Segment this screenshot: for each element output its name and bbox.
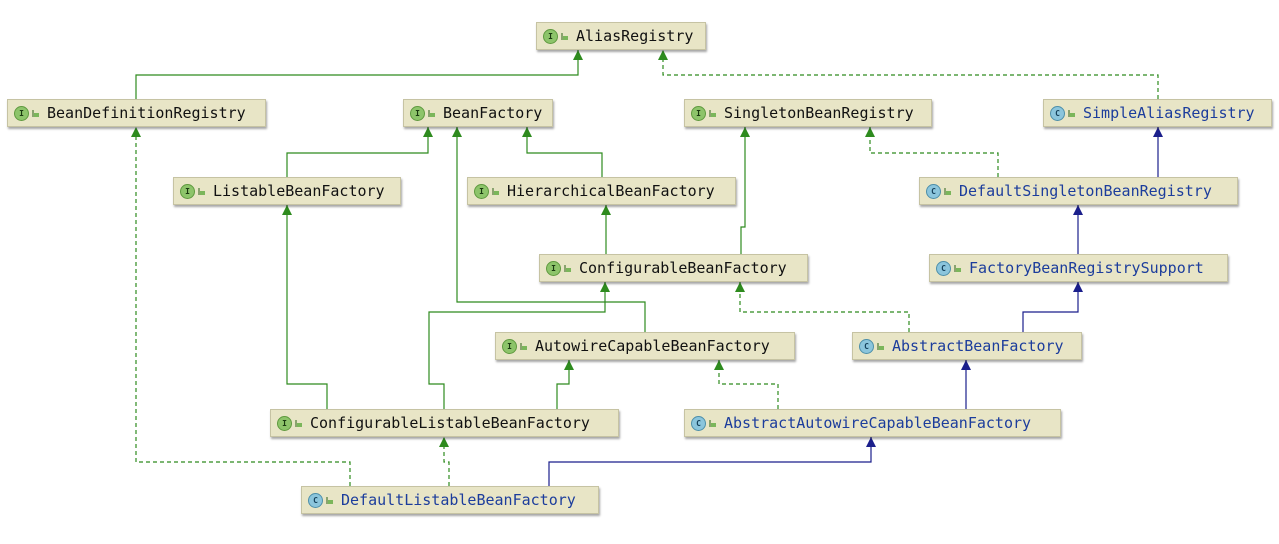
edge-implements: [662, 50, 1159, 99]
node-label: SimpleAliasRegistry: [1083, 104, 1255, 122]
interface-icon: I: [474, 183, 489, 199]
class-icon: C: [926, 183, 941, 199]
interface-icon: I: [691, 105, 706, 121]
node-label: AliasRegistry: [576, 27, 694, 45]
edge-arrowhead: [714, 360, 724, 370]
edge-arrowhead: [1073, 282, 1083, 292]
edge-implements: [718, 360, 779, 409]
package-visibility-icon: [492, 187, 499, 195]
node-autowire-capable-bean-factory[interactable]: I AutowireCapableBeanFactory: [495, 332, 795, 360]
node-abstract-bean-factory[interactable]: C AbstractBeanFactory: [852, 332, 1082, 360]
edge-arrowhead: [658, 50, 668, 60]
node-configurable-listable-bean-factory[interactable]: I ConfigurableListableBeanFactory: [270, 409, 619, 437]
node-bean-definition-registry[interactable]: I BeanDefinitionRegistry: [7, 99, 266, 127]
package-visibility-icon: [709, 109, 716, 117]
class-icon: C: [936, 260, 951, 276]
edge-arrowhead: [131, 127, 141, 137]
node-label: BeanFactory: [443, 104, 543, 122]
interface-icon: I: [502, 338, 517, 354]
edge-extends: [428, 282, 606, 409]
package-visibility-icon: [295, 419, 302, 427]
node-singleton-bean-registry[interactable]: I SingletonBeanRegistry: [684, 99, 932, 127]
edge-arrowhead: [600, 282, 610, 292]
class-icon: C: [691, 415, 706, 431]
class-icon: C: [859, 338, 874, 354]
node-configurable-bean-factory[interactable]: I ConfigurableBeanFactory: [539, 254, 808, 282]
edge-arrowhead: [423, 127, 433, 137]
edge-arrowhead: [601, 205, 611, 215]
node-listable-bean-factory[interactable]: I ListableBeanFactory: [173, 177, 401, 205]
node-label: AbstractAutowireCapableBeanFactory: [724, 414, 1032, 432]
package-visibility-icon: [326, 496, 333, 504]
edge-arrowhead: [439, 437, 449, 447]
edge-arrowhead: [740, 127, 750, 137]
node-label: ConfigurableBeanFactory: [579, 259, 787, 277]
edge-extends: [286, 205, 328, 409]
node-alias-registry[interactable]: I AliasRegistry: [536, 22, 706, 50]
package-visibility-icon: [32, 109, 39, 117]
edge-arrowhead: [1073, 205, 1083, 215]
interface-icon: I: [410, 105, 425, 121]
class-icon: C: [1050, 105, 1065, 121]
package-visibility-icon: [877, 342, 884, 350]
package-visibility-icon: [944, 187, 951, 195]
package-visibility-icon: [709, 419, 716, 427]
edge-arrowhead: [564, 360, 574, 370]
package-visibility-icon: [198, 187, 205, 195]
package-visibility-icon: [564, 264, 571, 272]
edge-class-extends: [548, 437, 872, 486]
node-factory-bean-registry-support[interactable]: C FactoryBeanRegistrySupport: [929, 254, 1228, 282]
edge-extends: [556, 360, 570, 409]
node-label: DefaultSingletonBeanRegistry: [959, 182, 1212, 200]
node-simple-alias-registry[interactable]: C SimpleAliasRegistry: [1043, 99, 1272, 127]
package-visibility-icon: [1068, 109, 1075, 117]
package-visibility-icon: [954, 264, 961, 272]
interface-icon: I: [277, 415, 292, 431]
edge-arrowhead: [961, 360, 971, 370]
node-default-singleton-bean-registry[interactable]: C DefaultSingletonBeanRegistry: [919, 177, 1238, 205]
edge-arrowhead: [735, 282, 745, 292]
node-label: DefaultListableBeanFactory: [341, 491, 576, 509]
node-abstract-autowire-capable-bean-factory[interactable]: C AbstractAutowireCapableBeanFactory: [684, 409, 1061, 437]
interface-icon: I: [180, 183, 195, 199]
interface-icon: I: [14, 105, 29, 121]
edge-extends: [135, 50, 579, 99]
edge-extends: [526, 127, 603, 177]
edge-arrowhead: [866, 437, 876, 447]
interface-icon: I: [543, 28, 558, 44]
node-label: ConfigurableListableBeanFactory: [310, 414, 590, 432]
node-label: HierarchicalBeanFactory: [507, 182, 715, 200]
edge-class-extends: [1022, 282, 1079, 332]
node-label: FactoryBeanRegistrySupport: [969, 259, 1204, 277]
node-label: BeanDefinitionRegistry: [47, 104, 246, 122]
edge-arrowhead: [282, 205, 292, 215]
node-label: AbstractBeanFactory: [892, 337, 1064, 355]
node-label: SingletonBeanRegistry: [724, 104, 914, 122]
edge-arrowhead: [452, 127, 462, 137]
node-bean-factory[interactable]: I BeanFactory: [403, 99, 553, 127]
package-visibility-icon: [520, 342, 527, 350]
node-label: AutowireCapableBeanFactory: [535, 337, 770, 355]
edge-arrowhead: [573, 50, 583, 60]
edge-extends: [456, 127, 646, 332]
node-label: ListableBeanFactory: [213, 182, 385, 200]
edge-arrowhead: [1153, 127, 1163, 137]
edge-implements: [869, 127, 999, 177]
node-default-listable-bean-factory[interactable]: C DefaultListableBeanFactory: [301, 486, 599, 514]
class-icon: C: [308, 492, 323, 508]
edge-extends: [740, 127, 746, 254]
interface-icon: I: [546, 260, 561, 276]
node-hierarchical-bean-factory[interactable]: I HierarchicalBeanFactory: [467, 177, 736, 205]
edge-extends: [286, 127, 429, 177]
package-visibility-icon: [428, 109, 435, 117]
edge-implements: [739, 282, 910, 332]
edge-arrowhead: [522, 127, 532, 137]
package-visibility-icon: [561, 32, 568, 40]
edge-arrowhead: [865, 127, 875, 137]
